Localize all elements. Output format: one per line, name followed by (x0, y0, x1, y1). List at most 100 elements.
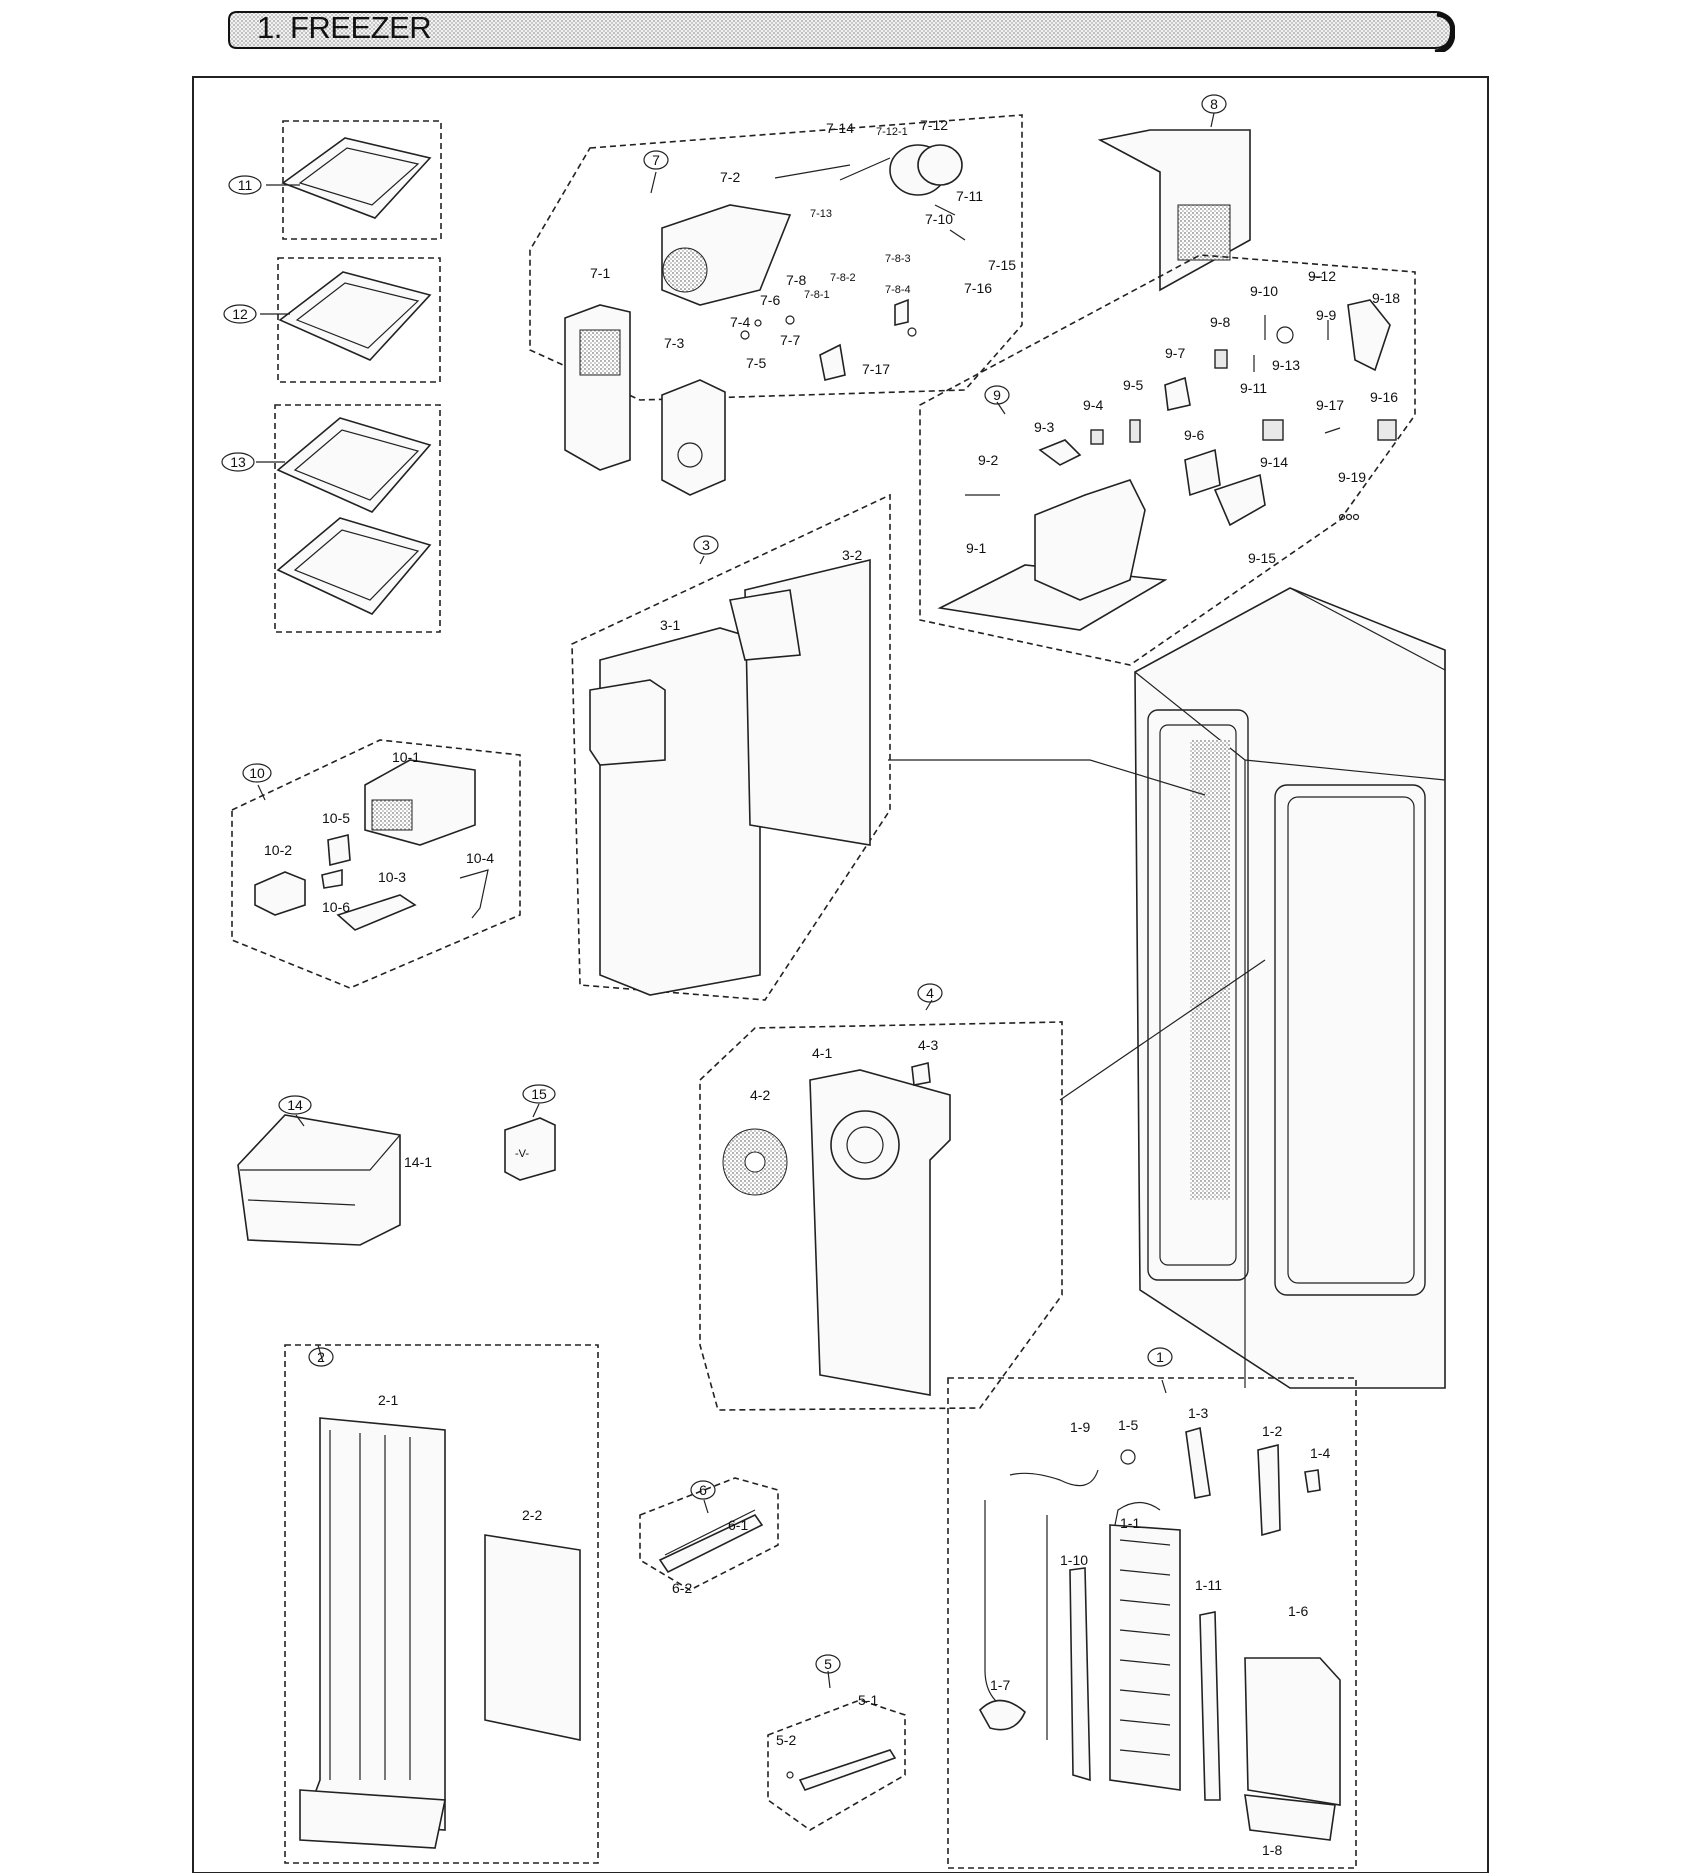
group-marker-4: 4 (917, 983, 943, 1003)
label-7-8-1: 7-8-1 (804, 289, 830, 301)
label-7-8-4: 7-8-4 (885, 284, 911, 296)
label-9-18: 9-18 (1372, 290, 1400, 306)
label-1-8: 1-8 (1262, 1842, 1282, 1858)
label-1-3: 1-3 (1188, 1405, 1208, 1421)
svg-text:8: 8 (1210, 96, 1218, 112)
svg-text:9: 9 (993, 387, 1001, 403)
label-10-5: 10-5 (322, 810, 350, 826)
label-1-11: 1-11 (1195, 1577, 1222, 1593)
svg-text:11: 11 (238, 177, 253, 193)
svg-text:3: 3 (702, 537, 710, 553)
group-marker-10: 10 (242, 763, 272, 783)
group-marker-7: 7 (643, 150, 669, 170)
label-9-19: 9-19 (1338, 469, 1366, 485)
group-marker-3: 3 (693, 535, 719, 555)
group-marker-15: 15 (522, 1084, 556, 1104)
group-3-duct-covers (571, 493, 891, 1001)
label-7-11: 7-11 (956, 188, 983, 204)
group-14-ice-bucket (237, 1114, 401, 1246)
label-7-12: 7-12 (920, 117, 948, 133)
group-markers: 1 2 3 4 5 6 7 8 9 10 11 12 13 14 15 (221, 94, 1227, 1674)
group-11-shelf (281, 120, 442, 240)
group-marker-12: 12 (223, 304, 257, 324)
label-9-4: 9-4 (1083, 397, 1103, 413)
label-4-1: 4-1 (812, 1045, 832, 1061)
label-1-7: 1-7 (990, 1677, 1010, 1693)
svg-text:5: 5 (824, 1656, 832, 1672)
group-marker-9: 9 (984, 385, 1010, 405)
freezer-cabinet (888, 587, 1446, 1389)
group-marker-14: 14 (278, 1095, 312, 1115)
label-7-8: 7-8 (786, 272, 806, 288)
label-9-2: 9-2 (978, 452, 998, 468)
group-15-filter-cap: -V- (504, 1117, 556, 1181)
label-5-2: 5-2 (776, 1732, 796, 1748)
group-8-cover-plate (1097, 129, 1251, 292)
group-9-dispenser-assembly (919, 254, 1416, 666)
group-6-rail (639, 1477, 779, 1591)
label-9-8: 9-8 (1210, 314, 1230, 330)
label-1-4: 1-4 (1310, 1445, 1330, 1461)
group-1-evaporator-assembly (947, 1377, 1357, 1869)
svg-text:10: 10 (249, 765, 265, 781)
group-marker-8: 8 (1201, 94, 1227, 114)
svg-text:4: 4 (926, 985, 934, 1001)
label-7-8-3: 7-8-3 (885, 253, 911, 265)
label-9-15: 9-15 (1248, 550, 1276, 566)
group-2-evaporator-cover (284, 1344, 599, 1864)
label-10-6: 10-6 (322, 899, 350, 915)
label-2-1: 2-1 (378, 1392, 398, 1408)
group-7-ice-bucket-assembly (529, 114, 1023, 496)
label-1-6: 1-6 (1288, 1603, 1308, 1619)
svg-text:-V-: -V- (515, 1148, 529, 1160)
label-7-6: 7-6 (760, 292, 780, 308)
label-7-3: 7-3 (664, 335, 684, 351)
label-7-5: 7-5 (746, 355, 766, 371)
label-5-1: 5-1 (858, 1692, 878, 1708)
label-9-5: 9-5 (1123, 377, 1143, 393)
label-2-2: 2-2 (522, 1507, 542, 1523)
label-3-1: 3-1 (660, 617, 680, 633)
label-7-12-1: 7-12-1 (876, 126, 908, 138)
label-1-5: 1-5 (1118, 1417, 1138, 1433)
group-13-shelves (274, 404, 441, 633)
label-14-1: 14-1 (404, 1154, 432, 1170)
section-title: 1. FREEZER (257, 10, 432, 45)
leader-lines (256, 112, 1215, 1689)
label-1-1: 1-1 (1120, 1515, 1140, 1531)
label-7-15: 7-15 (988, 257, 1016, 273)
svg-text:15: 15 (531, 1086, 547, 1102)
group-marker-5: 5 (815, 1654, 841, 1674)
label-1-9: 1-9 (1070, 1419, 1090, 1435)
label-6-2: 6-2 (672, 1580, 692, 1596)
label-10-1: 10-1 (392, 749, 420, 765)
group-marker-2: 2 (308, 1347, 334, 1367)
label-10-3: 10-3 (378, 869, 406, 885)
svg-text:1: 1 (1156, 1349, 1164, 1365)
label-7-17: 7-17 (862, 361, 890, 377)
label-7-8-2: 7-8-2 (830, 272, 856, 284)
label-9-6: 9-6 (1184, 427, 1204, 443)
label-7-13: 7-13 (810, 208, 832, 220)
label-7-16: 7-16 (964, 280, 992, 296)
group-marker-13: 13 (221, 452, 255, 472)
svg-text:2: 2 (317, 1349, 325, 1365)
label-9-10: 9-10 (1250, 283, 1278, 299)
label-7-2: 7-2 (720, 169, 740, 185)
label-9-17: 9-17 (1316, 397, 1344, 413)
group-10-ice-maker-kit (231, 739, 521, 989)
group-marker-1: 1 (1147, 1347, 1173, 1367)
part-labels: 1-1 1-2 1-3 1-4 1-5 1-6 1-7 1-8 1-9 1-10… (264, 117, 1400, 1858)
label-6-1: 6-1 (728, 1517, 748, 1533)
diagram-frame (192, 76, 1489, 1873)
label-7-7: 7-7 (780, 332, 800, 348)
label-7-14: 7-14 (826, 120, 854, 136)
label-1-10: 1-10 (1060, 1552, 1088, 1568)
group-12-shelf (277, 257, 441, 383)
label-4-2: 4-2 (750, 1087, 770, 1103)
group-4-fan-assembly (699, 1021, 1063, 1411)
label-9-13: 9-13 (1272, 357, 1300, 373)
group-marker-11: 11 (228, 175, 262, 195)
svg-text:13: 13 (230, 454, 246, 470)
